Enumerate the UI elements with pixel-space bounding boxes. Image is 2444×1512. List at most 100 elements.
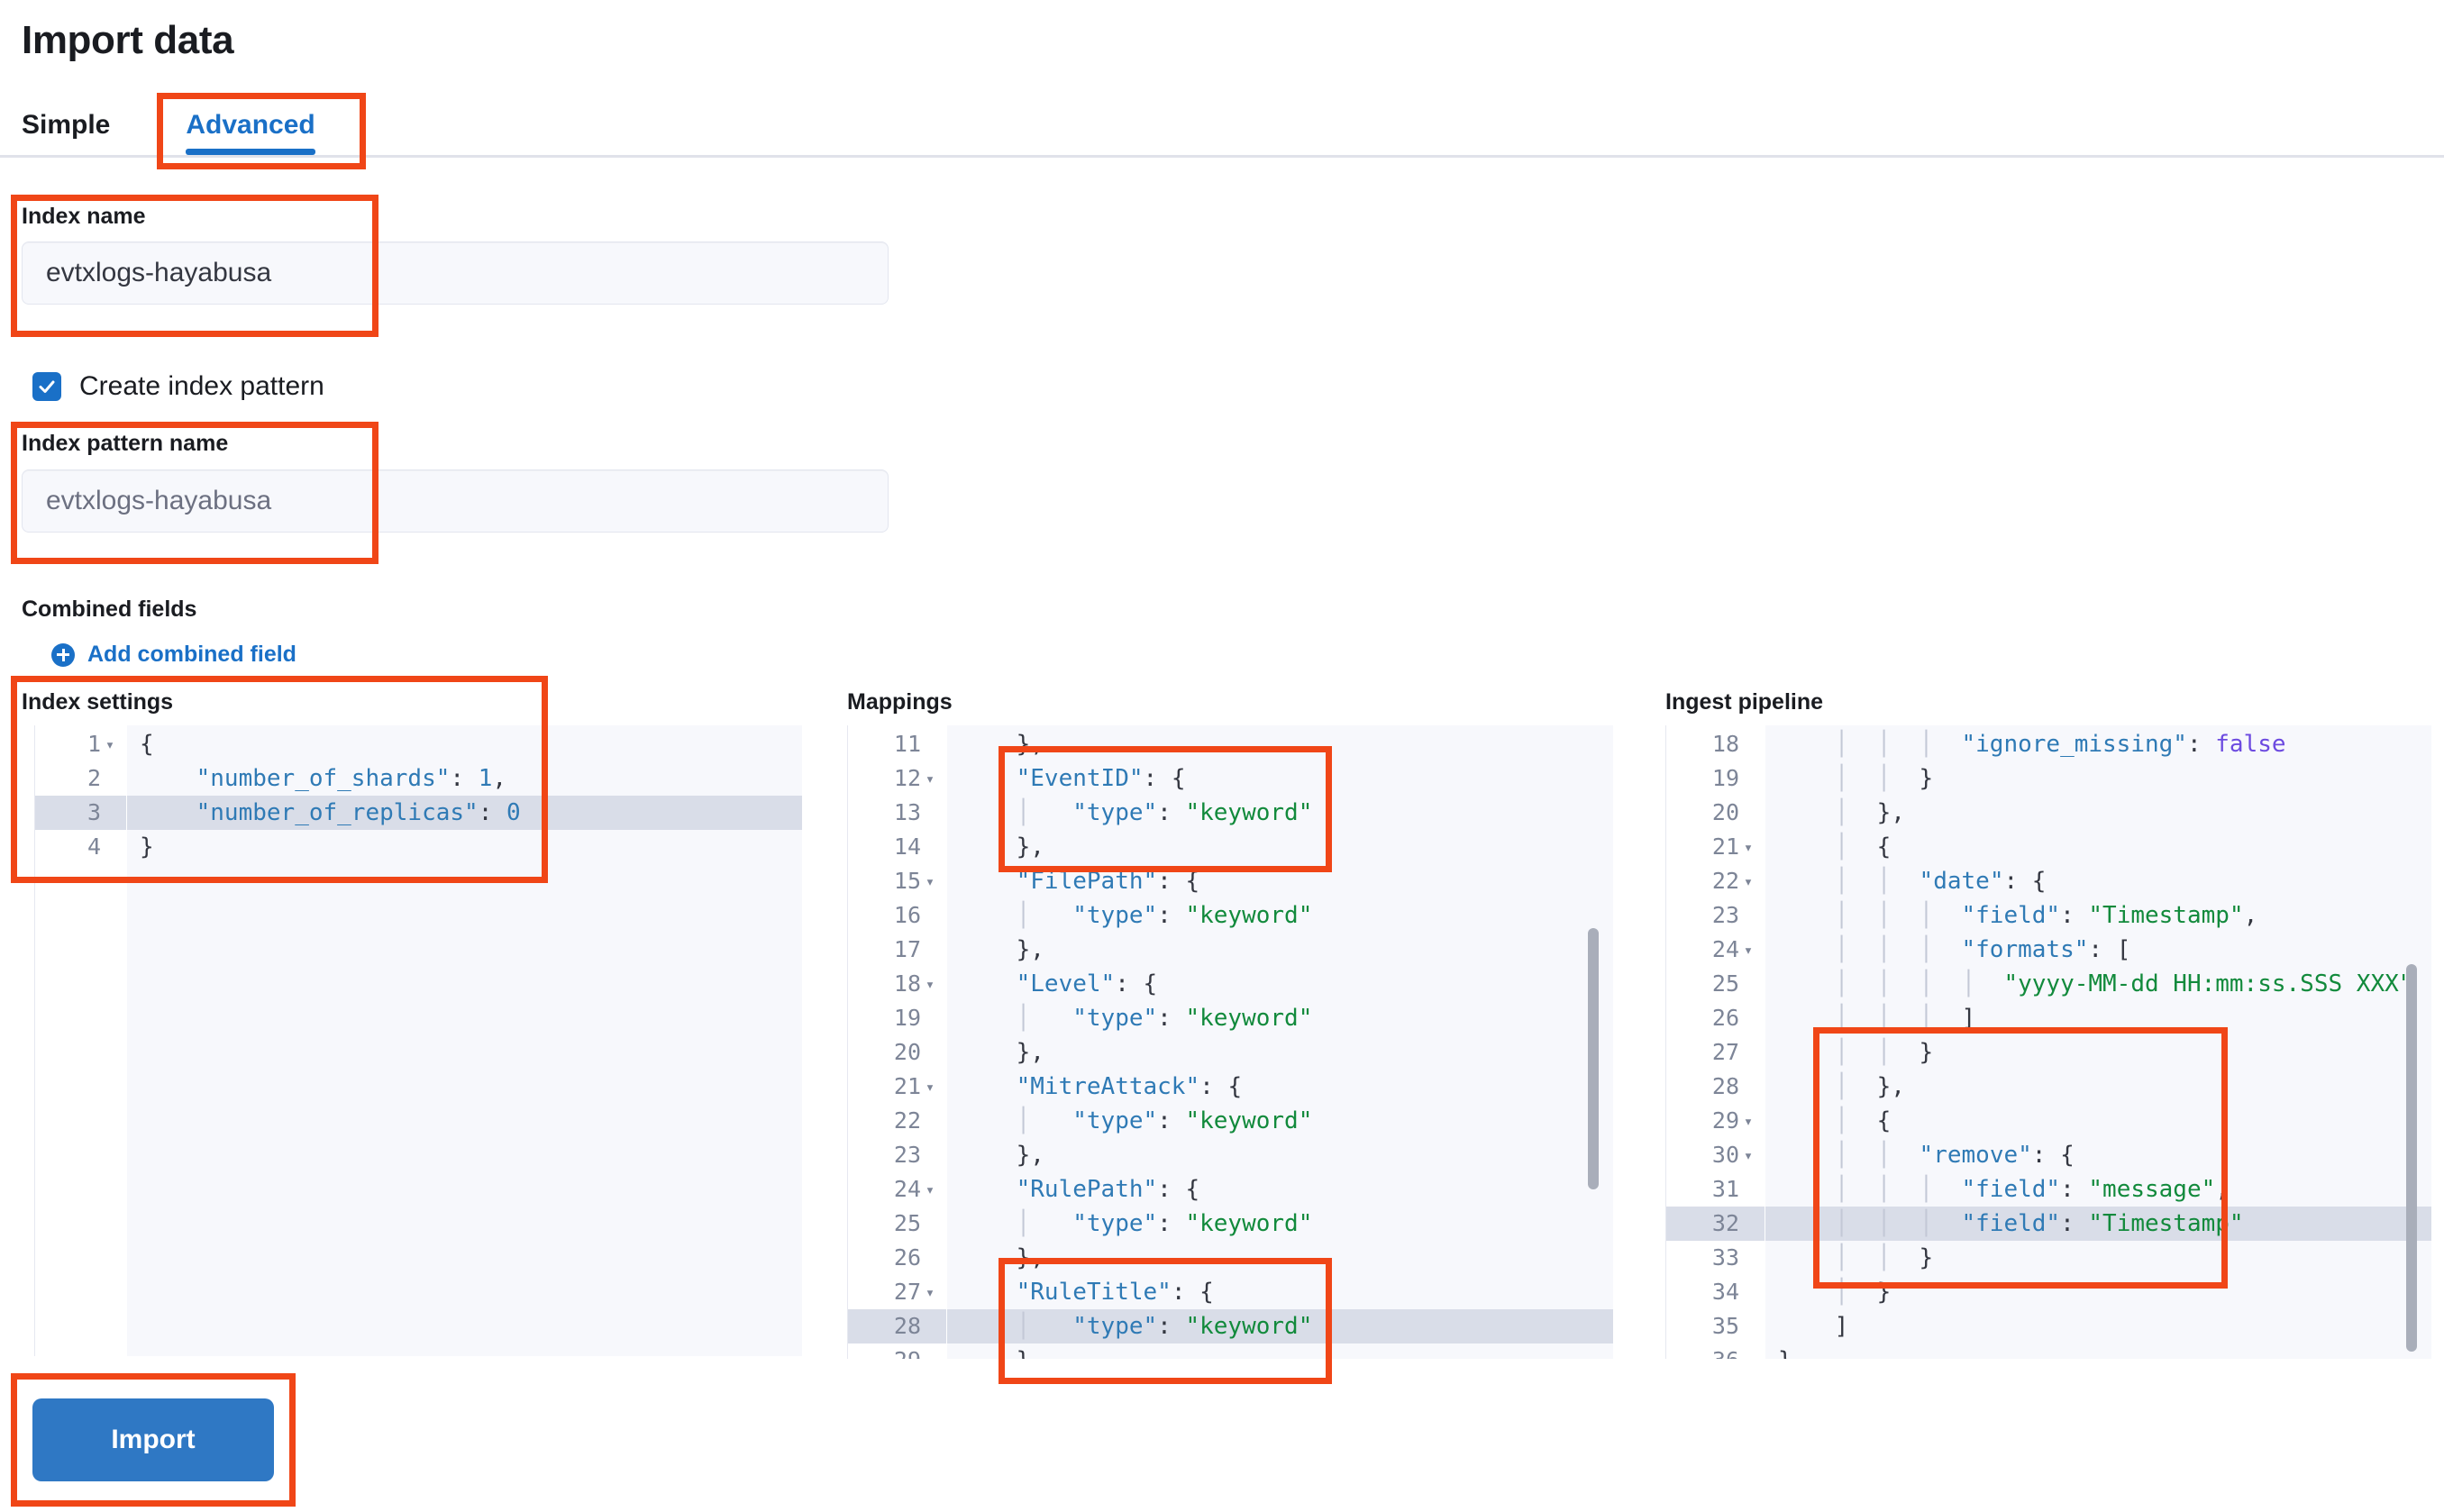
line-number: 27▾ (848, 1275, 946, 1309)
line-number: 2▾ (87, 765, 101, 791)
fold-arrow-icon: ▾ (1743, 1113, 1754, 1131)
code-line: │ │ │ "field": "Timestamp", (1778, 902, 2258, 929)
line-number: 11▾ (893, 731, 921, 757)
line-number: 19▾ (1711, 765, 1739, 791)
ingest-pipeline-editor[interactable]: 18▾19▾20▾21▾22▾23▾24▾25▾26▾27▾28▾29▾30▾3… (1665, 725, 2431, 1359)
create-index-pattern-label: Create index pattern (79, 371, 324, 401)
fold-arrow-icon: ▾ (1743, 839, 1754, 857)
mappings-editor[interactable]: 11▾12▾13▾14▾15▾16▾17▾18▾19▾20▾21▾22▾23▾2… (847, 725, 1613, 1359)
fold-arrow-icon: ▾ (1743, 873, 1754, 891)
fold-arrow-icon: ▾ (925, 1079, 935, 1097)
tab-advanced[interactable]: Advanced (160, 112, 340, 155)
line-number: 26▾ (1711, 1005, 1739, 1031)
line-number: 12▾ (848, 761, 946, 796)
code-line: "RuleTitle": { (1016, 1279, 1214, 1306)
line-number: 15▾ (848, 864, 946, 898)
create-index-pattern-row[interactable]: Create index pattern (32, 371, 324, 402)
fold-arrow-icon: ▾ (925, 1181, 935, 1199)
line-number: 19▾ (893, 1005, 921, 1031)
line-number: 4▾ (87, 833, 101, 860)
fold-arrow-icon: ▾ (925, 770, 935, 788)
index-pattern-name-input[interactable]: evtxlogs-hayabusa (22, 469, 889, 533)
mappings-scrollbar[interactable] (1588, 928, 1599, 1189)
code-line: │ }, (1778, 1073, 1905, 1100)
code-line: }, (1016, 833, 1044, 861)
index-name-label: Index name (22, 204, 146, 229)
code-line: │ "type": "keyword" (960, 799, 1313, 826)
line-number: 25▾ (893, 1210, 921, 1236)
index-pattern-name-label: Index pattern name (22, 431, 229, 456)
ingest-pipeline-scrollbar[interactable] (2406, 964, 2417, 1352)
highlighted-line-gutter (1666, 1207, 1765, 1241)
line-number: 14▾ (893, 833, 921, 860)
line-number: 13▾ (893, 799, 921, 825)
code-line: │ │ "date": { (1778, 868, 2047, 895)
code-line: │ │ │ "field": "Timestamp" (1778, 1210, 2244, 1237)
line-number: 17▾ (893, 936, 921, 962)
line-number: 21▾ (848, 1070, 946, 1104)
fold-arrow-icon: ▾ (105, 736, 115, 754)
fold-arrow-icon: ▾ (925, 1284, 935, 1302)
line-number: 20▾ (1711, 799, 1739, 825)
line-number: 16▾ (893, 902, 921, 928)
code-line: │ { (1778, 1107, 1892, 1134)
code-line: │ { (1778, 833, 1892, 861)
line-number: 3▾ (87, 799, 101, 825)
code-line: "Level": { (1016, 970, 1158, 997)
code-line: { (140, 731, 154, 758)
line-number: 18▾ (1711, 731, 1739, 757)
fold-arrow-icon: ▾ (925, 976, 935, 994)
code-line: } (140, 833, 154, 861)
mappings-code[interactable]: }, "EventID": { │ "type": "keyword" }, "… (947, 725, 1613, 1359)
line-number: 24▾ (1666, 933, 1765, 967)
add-combined-field-link[interactable]: Add combined field (51, 642, 296, 668)
line-number: 22▾ (1666, 864, 1765, 898)
page-title: Import data (22, 18, 234, 62)
add-combined-field-label: Add combined field (87, 642, 296, 667)
index-name-input[interactable]: evtxlogs-hayabusa (22, 241, 889, 305)
code-line: } (1778, 1343, 1792, 1359)
code-line: "EventID": { (1016, 765, 1186, 792)
code-line: "number_of_shards": 1, (196, 765, 507, 792)
code-line: "number_of_replicas": 0 (196, 799, 521, 826)
mappings-title: Mappings (847, 689, 953, 715)
import-button[interactable]: Import (32, 1398, 274, 1481)
highlighted-line (1765, 1207, 2431, 1241)
code-line: }, (1016, 1039, 1044, 1066)
fold-arrow-icon: ▾ (1743, 1147, 1754, 1165)
line-number: 36▾ (1666, 1343, 1765, 1359)
code-line: "FilePath": { (1016, 868, 1200, 895)
code-line: }, (1016, 1142, 1044, 1169)
line-number: 26▾ (893, 1244, 921, 1271)
line-number: 18▾ (848, 967, 946, 1001)
tab-simple[interactable]: Simple (22, 110, 111, 140)
code-line: │ "type": "keyword" (960, 1313, 1313, 1340)
code-line: │ "type": "keyword" (960, 1005, 1313, 1032)
index-settings-gutter: 1▾2▾3▾4▾ (35, 725, 127, 1356)
line-number: 34▾ (1711, 1279, 1739, 1305)
code-line: │ │ │ "formats": [ (1778, 936, 2131, 963)
highlighted-line (127, 796, 802, 830)
code-line: │ │ "remove": { (1778, 1142, 2075, 1169)
line-number: 23▾ (893, 1142, 921, 1168)
code-line: "MitreAttack": { (1016, 1073, 1243, 1100)
code-line: ] (1834, 1313, 1849, 1340)
line-number: 35▾ (1711, 1313, 1739, 1339)
code-line: │ "type": "keyword" (960, 902, 1313, 929)
index-settings-editor[interactable]: 1▾2▾3▾4▾ { "number_of_shards": 1, "numbe… (34, 725, 802, 1356)
code-line: }, (1016, 731, 1044, 758)
index-settings-code[interactable]: { "number_of_shards": 1, "number_of_repl… (127, 725, 802, 1356)
line-number: 33▾ (1711, 1244, 1739, 1271)
code-line: │ │ } (1778, 765, 1934, 792)
code-line: │ │ } (1778, 1039, 1934, 1066)
highlighted-line-gutter (35, 796, 126, 830)
code-line: │ │ │ "field": "message", (1778, 1176, 2230, 1203)
line-number: 25▾ (1711, 970, 1739, 997)
code-line: │ │ } (1778, 1244, 1934, 1271)
checkmark-icon[interactable] (32, 372, 61, 401)
code-line: │ │ │ "ignore_missing": false (1778, 731, 2286, 758)
mappings-gutter: 11▾12▾13▾14▾15▾16▾17▾18▾19▾20▾21▾22▾23▾2… (848, 725, 947, 1359)
code-line: │ "type": "keyword" (960, 1210, 1313, 1237)
ingest-pipeline-code[interactable]: │ │ │ "ignore_missing": false │ │ } │ },… (1765, 725, 2431, 1359)
code-line: }, (1016, 1244, 1044, 1271)
